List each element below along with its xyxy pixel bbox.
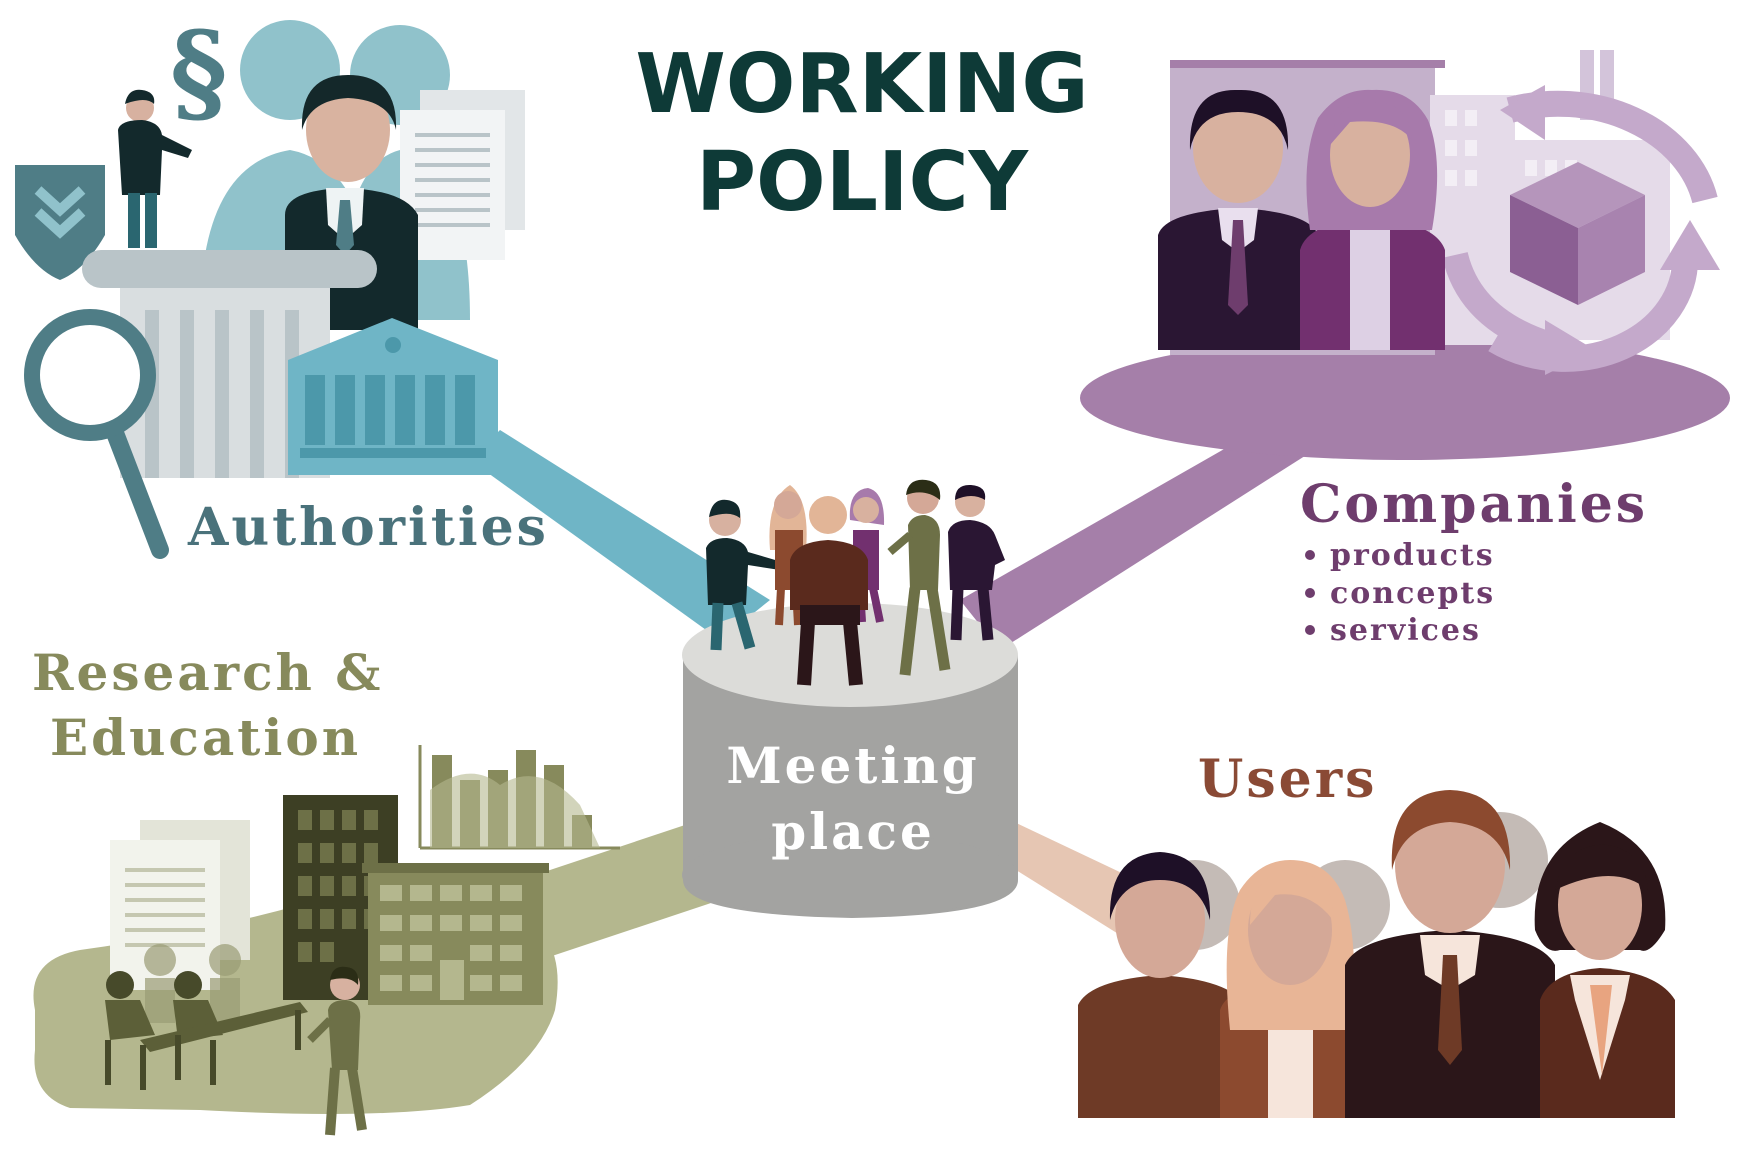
authorities-label: Authorities [187,497,549,558]
bullet-icon [1305,550,1315,560]
companies-item-products: products [1330,538,1495,573]
companies-item-concepts: concepts [1330,576,1495,611]
research-connector [520,820,720,960]
research-label-line2: Education [50,708,361,767]
research-illustration [33,745,620,1136]
companies-items-list: products concepts services [1305,538,1495,648]
users-illustration [1078,790,1675,1118]
authorities-illustration: § [15,7,525,559]
paragraph-icon: § [170,7,228,136]
companies-label: Companies [1300,474,1648,535]
page-title-line2: POLICY [696,135,1030,230]
users-label: Users [1198,749,1377,810]
meeting-place-label-line2: place [771,802,935,861]
authorities-connector [470,430,770,640]
companies-item-services: services [1330,613,1481,648]
bullet-icon [1305,588,1315,598]
companies-connector [960,440,1330,650]
meeting-place-cylinder [682,603,1018,918]
meeting-place-label-line1: Meeting [726,736,979,795]
bullet-icon [1305,625,1315,635]
meeting-people-group [706,479,1005,686]
companies-illustration [1080,50,1730,460]
page-title-line1: WORKING [635,37,1088,132]
research-label-line1: Research & [32,643,383,702]
